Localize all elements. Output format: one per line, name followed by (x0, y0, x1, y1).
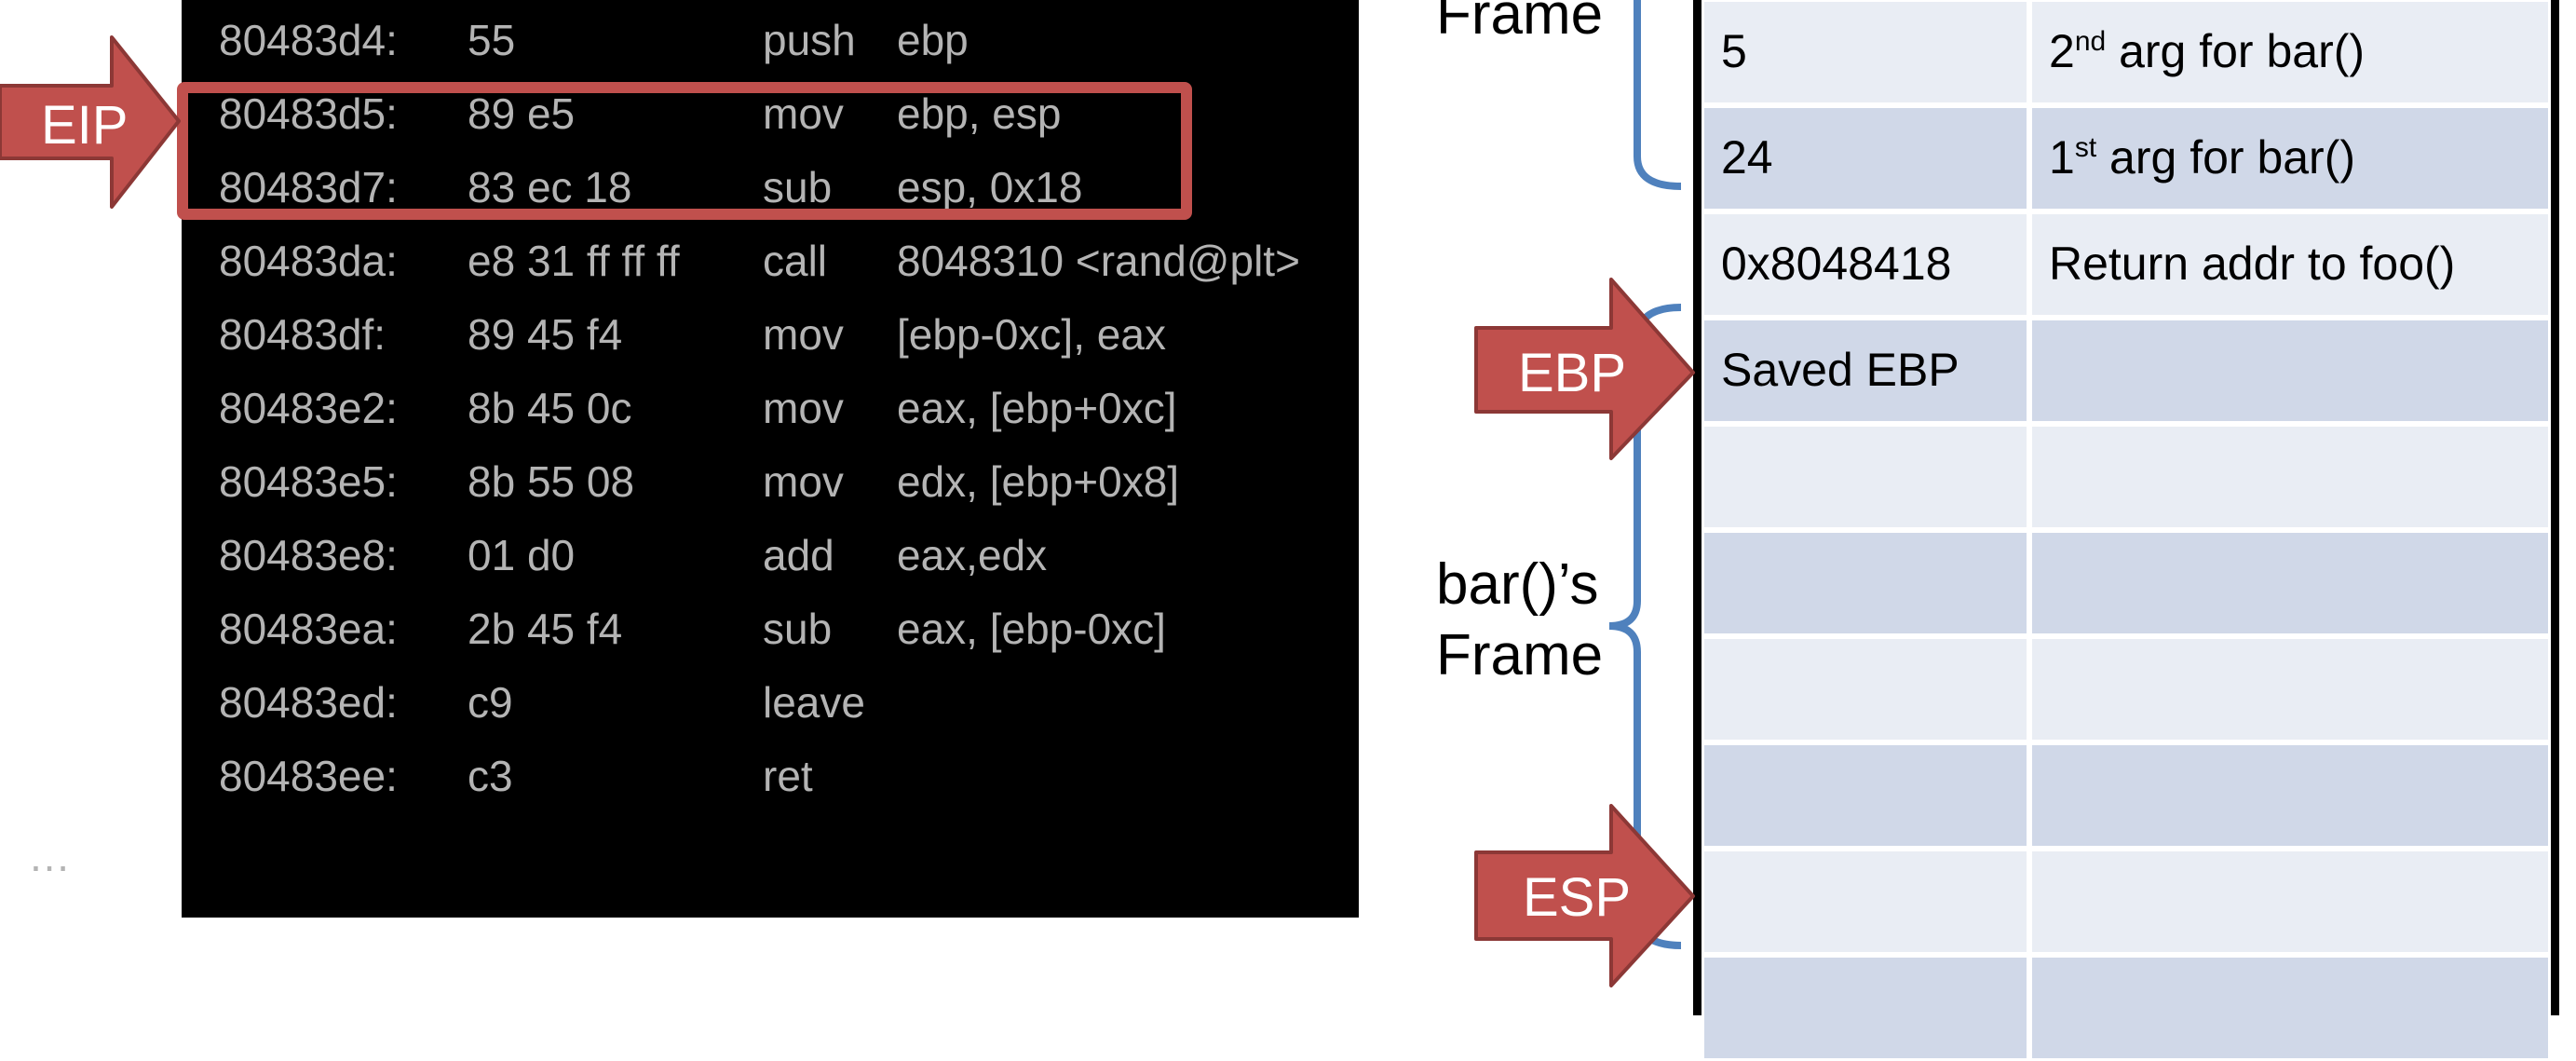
stack-outline (1693, 0, 2559, 1015)
instruction-bytes: 55 (468, 16, 516, 64)
instruction-operands: esp, 0x18 (897, 163, 1083, 211)
instruction-mnemonic: mov (763, 310, 844, 359)
stack-cell-value (1702, 849, 2029, 955)
stack-cell-description (2029, 742, 2551, 849)
instruction-address: 80483e5: (219, 457, 398, 506)
stack-cell-value (1702, 530, 2029, 636)
instruction-mnemonic: push (763, 16, 856, 64)
stack-cell-value: 0x8048418 (1702, 211, 2029, 318)
instruction-address: 80483d4: (219, 16, 398, 64)
instruction-address: 80483ed: (219, 678, 398, 727)
stack-cell-value: 5 (1702, 0, 2029, 105)
instruction-bytes: c3 (468, 752, 513, 800)
instruction-address: 80483ea: (219, 605, 398, 653)
stack-cell-description: 2nd arg for bar() (2029, 0, 2551, 105)
instruction-mnemonic: mov (763, 457, 844, 506)
instruction-address: 80483e8: (219, 531, 398, 579)
stack-description-pre-text: Return addr to foo() (2049, 238, 2456, 290)
instruction-bytes: 89 e5 (468, 89, 576, 138)
bar-frame-label-line2: Frame (1436, 622, 1604, 687)
stack-description-pre-text: 2 (2049, 25, 2075, 77)
instruction-mnemonic: call (763, 237, 828, 285)
instruction-address: 80483ee: (219, 752, 398, 800)
instruction-mnemonic: mov (763, 384, 844, 432)
stack-cell-value: Saved EBP (1702, 318, 2029, 424)
instruction-address: 80483df: (219, 310, 386, 359)
stack-cell-description: 1st arg for bar() (2029, 105, 2551, 211)
instruction-address: 80483e2: (219, 384, 398, 432)
instruction-operands: ebp (897, 16, 969, 64)
caller-frame-label: Frame (1436, 0, 1604, 47)
stack-cell-value (1702, 742, 2029, 849)
eip-highlight-box (177, 82, 1192, 220)
instruction-operands: edx, [ebp+0x8] (897, 457, 1180, 506)
instruction-mnemonic: sub (763, 163, 833, 211)
instruction-mnemonic: leave (763, 678, 865, 727)
stack-cell-value (1702, 424, 2029, 530)
instruction-operands: eax,edx (897, 531, 1048, 579)
instruction-operands: 8048310 <rand@plt> (897, 237, 1300, 285)
esp-label: ESP (1523, 867, 1632, 928)
instruction-bytes: c9 (468, 678, 513, 727)
instruction-bytes: 8b 55 08 (468, 457, 635, 506)
ebp-arrow (1474, 278, 1695, 460)
ebp-label: EBP (1518, 343, 1627, 403)
eip-arrow (0, 35, 181, 209)
instruction-address: 80483da: (219, 237, 398, 285)
esp-arrow (1474, 804, 1695, 987)
stack-cell-description (2029, 530, 2551, 636)
stack-description-sup-text: st (2074, 132, 2097, 163)
diagram-overlay (0, 0, 1695, 987)
instruction-mnemonic: mov (763, 89, 844, 138)
stack-cell-description (2029, 318, 2551, 424)
stack-cell-description (2029, 424, 2551, 530)
bar-frame-label: bar()’s Frame (1436, 550, 1603, 690)
instruction-mnemonic: add (763, 531, 834, 579)
instruction-bytes: 83 ec 18 (468, 163, 632, 211)
stack-description-pre-text: 1 (2049, 131, 2075, 184)
eip-label: EIP (41, 95, 129, 156)
instruction-bytes: 2b 45 f4 (468, 605, 623, 653)
stack-description-post-text: arg for bar() (2096, 131, 2356, 184)
instruction-operands: eax, [ebp+0xc] (897, 384, 1177, 432)
bar-frame-label-line1: bar()’s (1436, 552, 1599, 617)
stack-cell-description (2029, 849, 2551, 955)
instruction-bytes: 8b 45 0c (468, 384, 632, 432)
instruction-bytes: 89 45 f4 (468, 310, 623, 359)
instruction-bytes: 01 d0 (468, 531, 576, 579)
stack-cell-value (1702, 636, 2029, 742)
stack-description-post-text: arg for bar() (2106, 25, 2366, 77)
instruction-mnemonic: ret (763, 752, 813, 800)
caller-frame-brace (1634, 0, 1682, 190)
instruction-operands: ebp, esp (897, 89, 1062, 138)
disassembly-ellipsis: … (28, 832, 71, 880)
stack-description-sup-text: nd (2074, 26, 2107, 57)
instruction-address: 80483d5: (219, 89, 398, 138)
stack-cell-description: Return addr to foo() (2029, 211, 2551, 318)
stack-cell-description (2029, 636, 2551, 742)
instruction-operands: [ebp-0xc], eax (897, 310, 1166, 359)
instruction-address: 80483d7: (219, 163, 398, 211)
stack-cell-value: 24 (1702, 105, 2029, 211)
instruction-mnemonic: sub (763, 605, 833, 653)
instruction-bytes: e8 31 ff ff ff (468, 237, 680, 285)
instruction-operands: eax, [ebp-0xc] (897, 605, 1166, 653)
